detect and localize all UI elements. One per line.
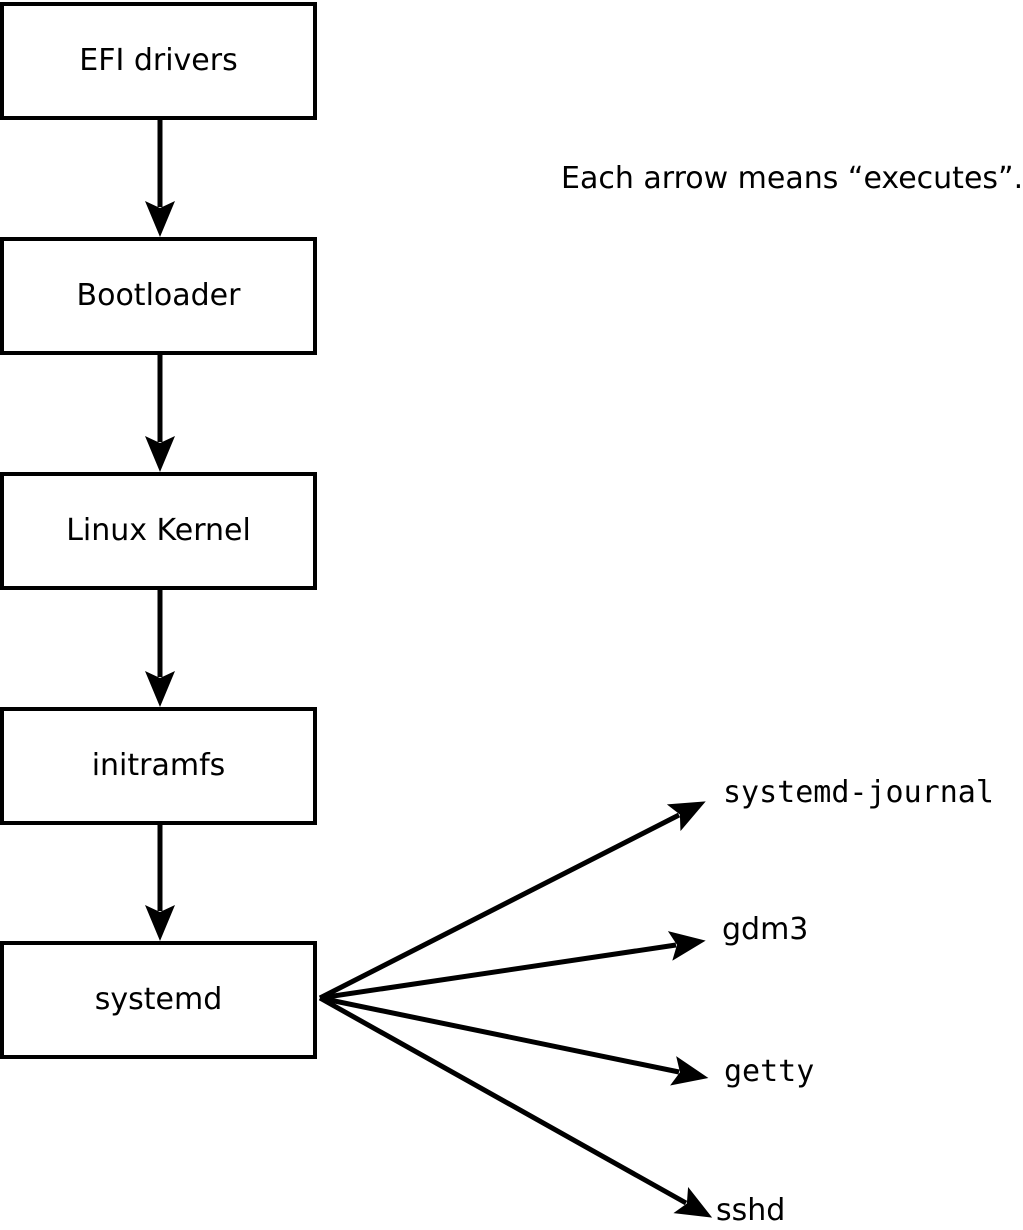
box-efi-drivers-label: EFI drivers	[79, 43, 238, 78]
box-efi-drivers: EFI drivers	[0, 2, 317, 120]
annotation-arrow-meaning: Each arrow means “executes”.	[561, 161, 1023, 196]
box-linux-kernel: Linux Kernel	[0, 472, 317, 590]
arrow-systemd-to-gdm3	[319, 931, 706, 1001]
box-initramfs-label: initramfs	[91, 748, 226, 783]
box-bootloader-label: Bootloader	[76, 278, 241, 313]
box-systemd-label: systemd	[94, 982, 223, 1017]
box-bootloader: Bootloader	[0, 237, 317, 355]
box-systemd: systemd	[0, 941, 317, 1059]
box-initramfs: initramfs	[0, 707, 317, 825]
label-getty: getty	[724, 1054, 815, 1089]
arrow-systemd-to-journal	[318, 801, 706, 1001]
arrow-systemd-to-getty	[319, 995, 709, 1086]
label-systemd-journal: systemd-journal	[723, 775, 994, 810]
arrow-systemd-to-sshd	[318, 995, 713, 1218]
label-gdm3: gdm3	[722, 912, 809, 947]
label-sshd: sshd	[716, 1193, 786, 1228]
box-linux-kernel-label: Linux Kernel	[66, 513, 251, 548]
